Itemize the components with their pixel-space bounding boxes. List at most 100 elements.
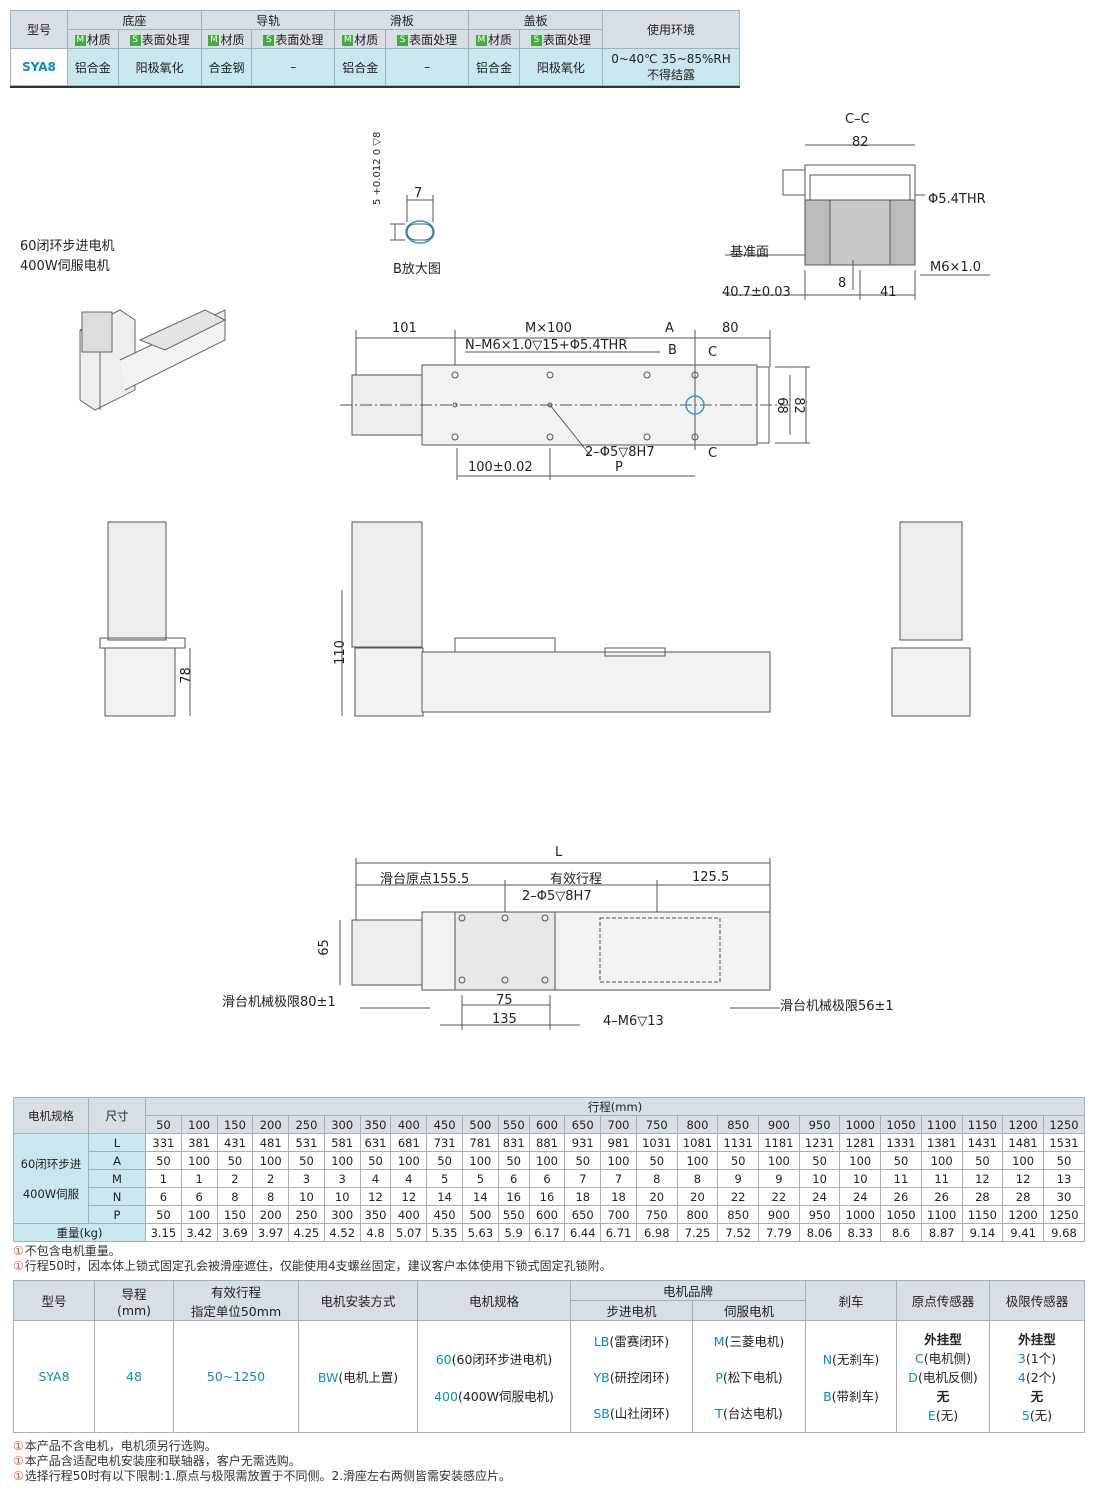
dim-cell: 100: [758, 1151, 800, 1170]
dim-cell: 50: [497, 1151, 530, 1170]
s-tag-icon: S: [530, 34, 542, 46]
dim-cell: 100: [461, 1151, 499, 1170]
note-icon: ①: [13, 1454, 24, 1468]
dim-row-label: N: [88, 1187, 146, 1206]
dim-note-2: ①行程50时，因本体上锁式固定孔会被滑座遮住，仅能使用4支螺丝固定，建议客户本体…: [13, 1259, 612, 1273]
cc-8: 8: [838, 276, 847, 291]
dim-cell: 22: [717, 1187, 760, 1206]
order-stepper-brands: LB(雷赛闭环) YB(研控闭环) SB(山社闭环): [570, 1320, 693, 1433]
dim-cell: 50: [1042, 1151, 1086, 1170]
dim-cell: 5: [461, 1169, 499, 1188]
header-stroke: 行程(mm): [145, 1097, 1085, 1116]
cc-title: C–C: [845, 112, 870, 127]
b-width: 7: [414, 186, 423, 201]
dim-cell: 3: [288, 1169, 325, 1188]
dim-cell: 20: [635, 1187, 678, 1206]
dim-cell: 1281: [839, 1133, 882, 1152]
cover-surface: 阳极氧化: [518, 48, 604, 86]
dim-cell: 100: [252, 1151, 290, 1170]
dim-cell: 6: [497, 1169, 530, 1188]
dim-cell: 9.14: [961, 1223, 1004, 1242]
order-note-2: ①本产品含适配电机安装座和联轴器，客户无需选购。: [13, 1454, 301, 1468]
dim-cell: 650: [564, 1205, 602, 1224]
order-note-1: ①本产品不含电机，电机须另行选购。: [13, 1439, 217, 1453]
dim-cell: 8.87: [920, 1223, 963, 1242]
table-rule: [10, 86, 740, 88]
header-slider: 滑板: [334, 10, 470, 30]
dim-cell: 2: [252, 1169, 290, 1188]
header-rail: 导轨: [200, 10, 336, 30]
dim-cell: 12: [390, 1187, 428, 1206]
dim-cell: 50: [961, 1151, 1004, 1170]
dim-cell: 1050: [880, 1205, 922, 1224]
dim-cell: 50: [145, 1151, 182, 1170]
dim-cell: 11: [880, 1169, 922, 1188]
dim-cell: 481: [252, 1133, 290, 1152]
dim-cell: 9: [717, 1169, 760, 1188]
dim-cell: 50: [288, 1151, 325, 1170]
stroke-value: 1100: [920, 1115, 963, 1134]
dim-cell: 9: [758, 1169, 800, 1188]
dim-cell: 8: [252, 1187, 290, 1206]
order-header-model: 型号: [13, 1280, 95, 1321]
stroke-value: 800: [676, 1115, 719, 1134]
dim-cell: 50: [798, 1151, 841, 1170]
order-header-brake: 刹车: [805, 1280, 897, 1321]
dim-cell: 5.07: [390, 1223, 428, 1242]
dim-cell: 28: [1002, 1187, 1044, 1206]
dim-cell: 331: [145, 1133, 182, 1152]
m-tag-icon: M: [74, 34, 86, 46]
dim-cell: 731: [426, 1133, 463, 1152]
dim-cell: 5.9: [497, 1223, 530, 1242]
dim-cell: 7.52: [717, 1223, 760, 1242]
dim-cell: 1081: [676, 1133, 719, 1152]
b-detail-view: [390, 195, 435, 244]
bottom-l: L: [555, 845, 563, 860]
note-icon: ①: [13, 1439, 24, 1453]
top-80: 80: [722, 321, 739, 336]
dim-cell: 200: [252, 1205, 290, 1224]
dim-cell: 5.63: [461, 1223, 499, 1242]
rail-material: 合金钢: [200, 48, 253, 86]
note-icon: ①: [13, 1469, 24, 1483]
isometric-view: [79, 309, 227, 411]
cc-datum: 基准面: [730, 245, 770, 260]
dim-cell: 6.44: [564, 1223, 602, 1242]
order-note-3: ①选择行程50时有以下限制:1.原点与极限需放置于不同侧。2.滑座左右两侧皆需安…: [13, 1469, 511, 1483]
b-caption: B放大图: [393, 262, 441, 277]
stroke-value: 250: [288, 1115, 325, 1134]
stroke-value: 400: [390, 1115, 428, 1134]
dim-cell: 100: [180, 1205, 218, 1224]
header-motor-spec: 电机规格: [13, 1097, 89, 1134]
dim-cell: 7: [564, 1169, 602, 1188]
dim-cell: 8.33: [839, 1223, 882, 1242]
dim-cell: 12: [359, 1187, 392, 1206]
order-header-stroke: 有效行程指定单位50mm: [173, 1280, 299, 1321]
order-stroke: 50~1250: [173, 1320, 299, 1433]
dim-cell: 1131: [717, 1133, 760, 1152]
s-tag-icon: S: [263, 34, 275, 46]
top-68: 68: [773, 397, 789, 414]
top-p: P: [615, 460, 623, 475]
dim-cell: 1: [145, 1169, 182, 1188]
dim-row-label: M: [88, 1169, 146, 1188]
dim-cell: 50: [564, 1151, 602, 1170]
order-header-spec: 电机规格: [417, 1280, 571, 1321]
dim-cell: 750: [635, 1205, 678, 1224]
dim-cell: 531: [288, 1133, 325, 1152]
dim-cell: 14: [426, 1187, 463, 1206]
s-tag-icon: S: [397, 34, 409, 46]
order-header-lead: 导程(mm): [94, 1280, 174, 1321]
front-view: [341, 521, 771, 717]
dim-cell: 100: [390, 1151, 428, 1170]
cc-width: 82: [852, 135, 869, 150]
order-mount: BW(电机上置): [298, 1320, 418, 1433]
s-tag-icon: S: [129, 34, 141, 46]
